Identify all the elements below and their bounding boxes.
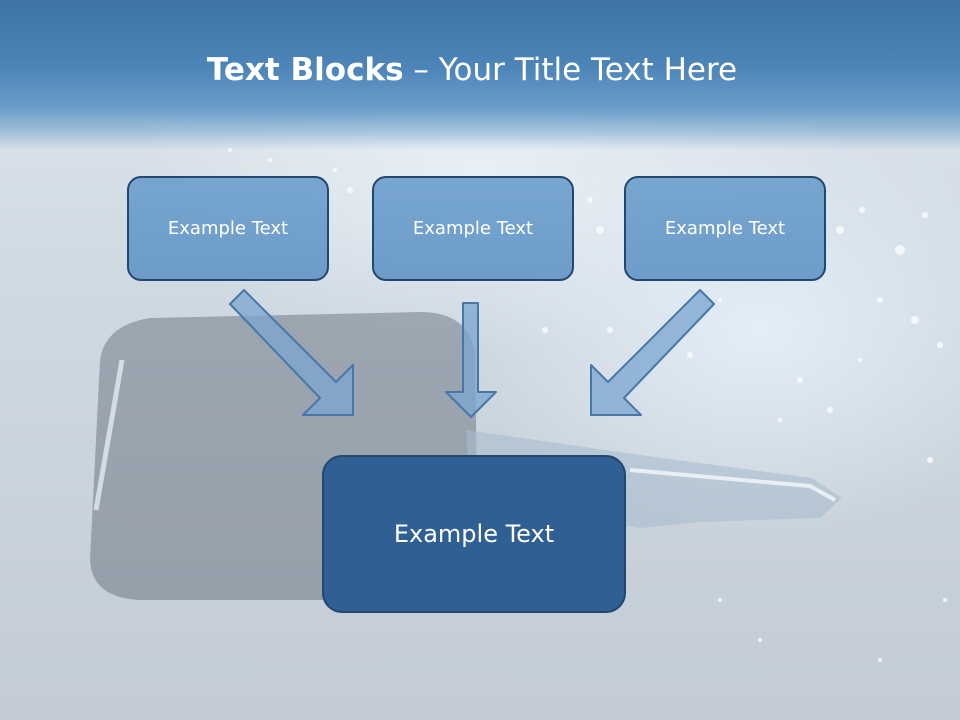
- text-block-top-left[interactable]: Example Text: [127, 176, 329, 281]
- slide-title-bold: Text Blocks: [206, 52, 404, 88]
- text-block-top-center[interactable]: Example Text: [372, 176, 574, 281]
- key-head-highlight: [93, 359, 125, 511]
- key-shaft-edge: [629, 468, 836, 502]
- text-block-top-right-label: Example Text: [664, 218, 786, 239]
- slide-title: Text Blocks – Your Title Text Here: [0, 52, 944, 88]
- text-block-top-right[interactable]: Example Text: [624, 176, 826, 281]
- text-block-bottom[interactable]: Example Text: [322, 455, 626, 613]
- arrow-down-right-icon: [229, 289, 354, 416]
- arrow-down-icon: [445, 302, 497, 418]
- arrow-down-left-icon: [590, 289, 715, 416]
- text-block-top-left-label: Example Text: [167, 218, 289, 239]
- title-band: [0, 0, 960, 150]
- slide-title-rest: – Your Title Text Here: [403, 52, 738, 88]
- text-block-top-center-label: Example Text: [412, 218, 534, 239]
- text-block-bottom-label: Example Text: [393, 520, 555, 548]
